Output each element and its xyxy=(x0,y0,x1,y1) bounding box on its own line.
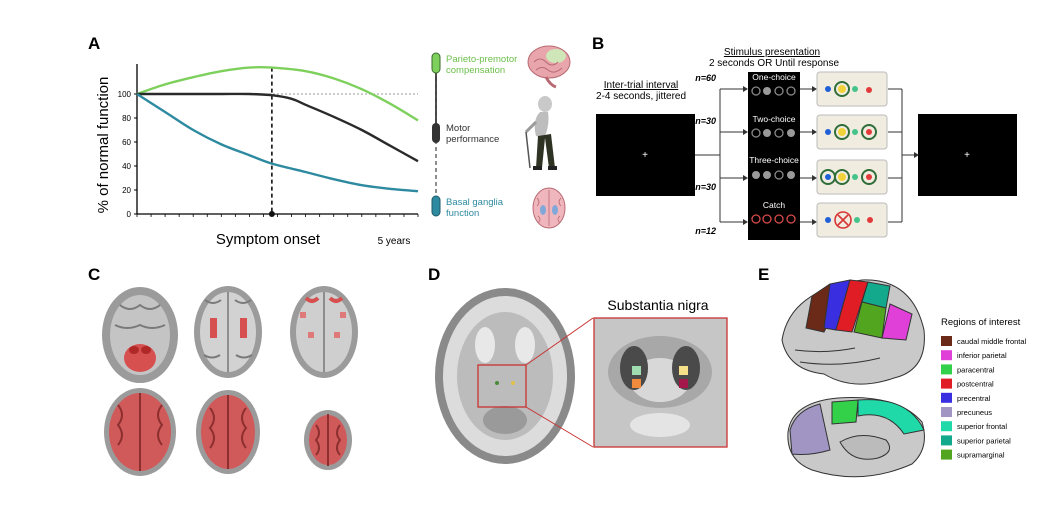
condition-three-choice: n=30 Three-choice xyxy=(695,155,799,192)
iti-fixation: + xyxy=(642,150,648,161)
onset-marker xyxy=(268,211,275,217)
x-end-label: 5 years xyxy=(378,236,411,247)
nigra-roi-crimson xyxy=(679,379,688,388)
condition-catch: n=12 Catch xyxy=(695,200,796,236)
iti-screen xyxy=(596,114,695,196)
elderly-person-icon xyxy=(524,96,557,170)
nigra-zoom xyxy=(593,317,728,448)
y-ticks: 0 20 40 60 80 100 xyxy=(118,90,137,219)
panel-label-e: E xyxy=(758,265,769,284)
cortex-lateral-view xyxy=(781,279,925,385)
legend-swatch-compensation xyxy=(431,52,441,74)
post-iti-screen xyxy=(918,114,1017,196)
y-tick-label: 60 xyxy=(122,138,131,147)
roi-legend-swatch xyxy=(941,435,952,446)
panel-label-d: D xyxy=(428,265,440,284)
axial-mri-slice xyxy=(435,288,575,464)
iti-title: Inter-trial interval xyxy=(604,80,678,91)
svg-text:n=30: n=30 xyxy=(695,116,716,126)
nigra-title: Substantia nigra xyxy=(607,297,708,313)
response-pad-two-choice xyxy=(816,114,888,150)
iti-subtitle: 2-4 seconds, jittered xyxy=(596,91,686,102)
roi-legend-label: caudal middle frontal xyxy=(957,337,1027,346)
roi-legend-label: paracentral xyxy=(957,365,995,374)
response-pad-one-choice xyxy=(816,71,888,107)
roi-legend-swatch xyxy=(941,336,952,346)
roi-legend-swatch xyxy=(941,364,952,375)
y-tick-label: 20 xyxy=(122,186,131,195)
roi-legend-swatch xyxy=(941,407,952,417)
legend-swatch-motor xyxy=(432,123,440,143)
svg-text:n=30: n=30 xyxy=(695,182,716,192)
series-line-basal-ganglia xyxy=(136,92,419,193)
series-line-compensation xyxy=(136,65,419,122)
nigra-roi-yellow xyxy=(679,366,688,375)
y-tick-label: 40 xyxy=(122,162,131,171)
roi-legend-swatch xyxy=(941,449,952,460)
legend-label-motor: Motor performance xyxy=(446,123,499,145)
nigra-roi-orange xyxy=(632,379,641,388)
roi-legend-swatch xyxy=(941,392,952,403)
panel-label-b: B xyxy=(592,34,604,53)
y-tick-label: 0 xyxy=(127,210,132,219)
response-pad-catch xyxy=(816,202,888,238)
brain-slices-grid xyxy=(102,286,358,476)
roi-legend-label: precuneus xyxy=(957,408,992,417)
svg-text:One-choice: One-choice xyxy=(752,72,796,82)
stimulus-title: Stimulus presentation xyxy=(724,47,820,58)
zoom-connector-top xyxy=(525,317,594,366)
stimulus-screen xyxy=(748,72,800,240)
legend-label-basal-ganglia: Basal ganglia function xyxy=(446,197,506,219)
brain-lateral-icon xyxy=(527,45,571,89)
roi-legend-label: postcentral xyxy=(957,380,994,389)
series-line-motor xyxy=(137,92,419,163)
cortex-medial-view xyxy=(787,397,925,478)
roi-legend: caudal middle frontal inferior parietal pa… xyxy=(941,336,1027,460)
y-tick-label: 80 xyxy=(122,114,131,123)
nigra-roi-green xyxy=(632,366,641,375)
x-axis-label: Symptom onset xyxy=(216,231,321,248)
roi-legend-swatch xyxy=(941,378,952,389)
legend-swatch-basal-ganglia xyxy=(431,195,441,217)
line-chart: % of normal function Symptom onset 5 yea… xyxy=(95,64,419,248)
roi-legend-label: inferior parietal xyxy=(957,351,1007,360)
panel-label-c: C xyxy=(88,265,100,284)
svg-text:n=60: n=60 xyxy=(695,73,716,83)
zoom-connector-bottom xyxy=(525,406,594,448)
svg-text:Three-choice: Three-choice xyxy=(749,155,799,165)
arrow-heads xyxy=(743,86,919,225)
roi-legend-title: Regions of interest xyxy=(941,317,1021,328)
condition-one-choice: n=60 One-choice xyxy=(695,72,796,96)
panel-label-a: A xyxy=(88,34,100,53)
condition-two-choice: n=30 Two-choice xyxy=(695,114,796,138)
stimulus-subtitle: 2 seconds OR Until response xyxy=(709,58,840,69)
x-ticks xyxy=(136,214,419,217)
response-pad-three-choice xyxy=(816,159,888,195)
svg-text:Catch: Catch xyxy=(763,200,785,210)
roi-legend-swatch xyxy=(941,421,952,432)
roi-legend-label: supramarginal xyxy=(957,451,1005,460)
roi-legend-swatch xyxy=(941,350,952,361)
y-axis-label: % of normal function xyxy=(95,77,112,214)
brain-axial-icon xyxy=(532,187,566,229)
roi-legend-label: precentral xyxy=(957,394,991,403)
flow-arrows xyxy=(695,88,914,223)
svg-text:Two-choice: Two-choice xyxy=(753,114,796,124)
roi-legend-label: superior frontal xyxy=(957,422,1007,431)
svg-text:n=12: n=12 xyxy=(695,226,716,236)
roi-legend-label: superior parietal xyxy=(957,436,1011,445)
post-iti-fixation: + xyxy=(964,150,970,161)
y-tick-label: 100 xyxy=(118,90,132,99)
legend: Parieto-premotor compensation Motor perf… xyxy=(431,52,520,219)
legend-label-compensation: Parieto-premotor compensation xyxy=(446,54,520,76)
